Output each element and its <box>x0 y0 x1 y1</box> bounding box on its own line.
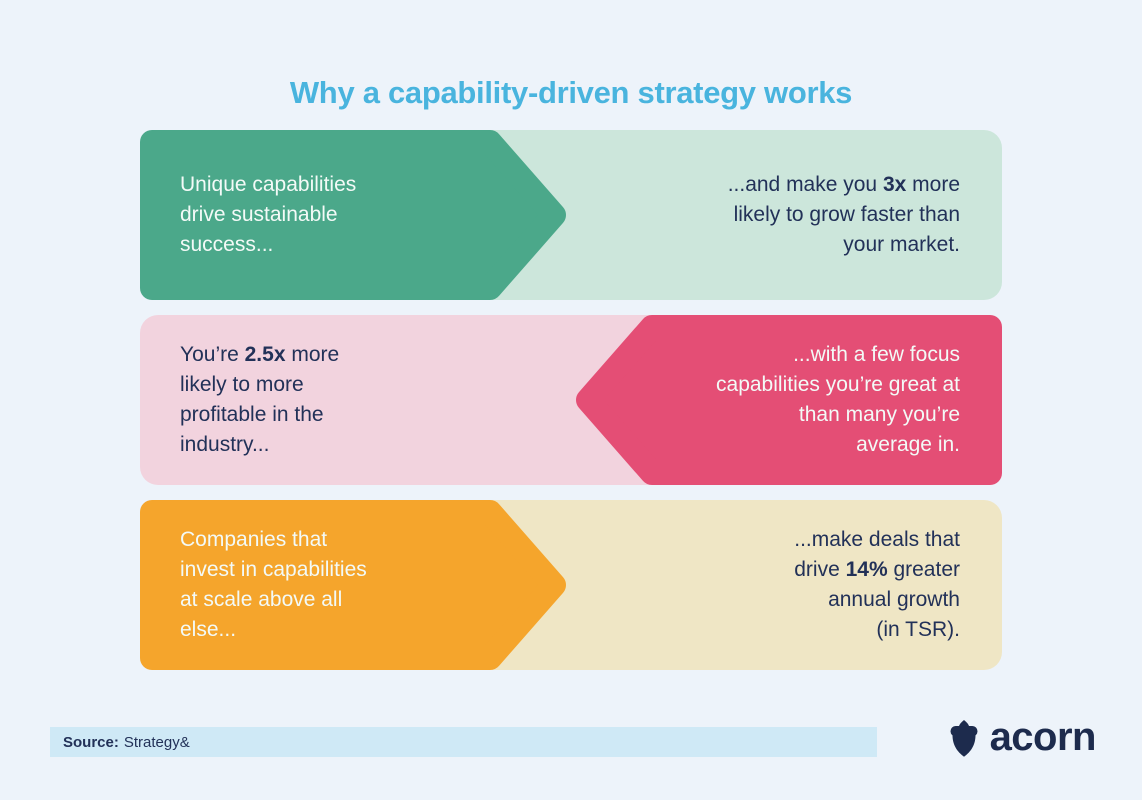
text-line: annual growth <box>828 588 960 611</box>
text-line: capabilities you’re great at <box>716 373 960 396</box>
text-line: You’re 2.5x more <box>180 343 340 366</box>
row-investment-right-text: ...make deals that drive 14% greater annua… <box>620 500 960 670</box>
row-capabilities: Unique capabilities drive sustainable succ… <box>140 130 1002 300</box>
text-line: profitable in the <box>180 403 324 426</box>
page-title: Why a capability-driven strategy works <box>289 74 853 110</box>
row-profitability: You’re 2.5x more likely to more profitable… <box>140 315 1002 485</box>
text-line: drive sustainable <box>180 203 338 226</box>
text-line: your market. <box>843 233 960 256</box>
rows: Unique capabilities drive sustainable succ… <box>140 130 1002 670</box>
row-investment-left-text: Companies that invest in capabilities at s… <box>180 500 490 670</box>
text-line: Unique capabilities <box>180 173 357 196</box>
text-line: likely to more <box>180 373 304 396</box>
text-line: Companies that <box>180 528 328 551</box>
row-capabilities-right-text: ...and make you 3x more likely to grow fa… <box>620 130 960 300</box>
text-line: ...make deals that <box>794 528 960 551</box>
capabilities-arrow-right-icon <box>140 130 566 300</box>
source-label: Source: <box>63 733 119 751</box>
source-bar: Source: Strategy& <box>50 727 877 757</box>
text-line: industry... <box>180 433 270 456</box>
text-line: than many you’re <box>798 403 960 426</box>
logo-text: acorn <box>989 715 1097 759</box>
text-line: ...and make you 3x more <box>727 173 960 196</box>
acorn-icon <box>950 720 978 757</box>
investment-arrow-right-icon <box>140 500 566 670</box>
text-line: (in TSR). <box>876 618 960 641</box>
text-line: invest in capabilities <box>180 558 367 581</box>
text-line: drive 14% greater <box>794 558 960 581</box>
text-line: average in. <box>856 433 960 456</box>
row-profitability-left-text: You’re 2.5x more likely to more profitable… <box>180 315 490 485</box>
row-capabilities-left-text: Unique capabilities drive sustainable succ… <box>180 130 490 300</box>
profitability-arrow-left-icon <box>576 315 1002 485</box>
text-line: success... <box>180 233 274 256</box>
acorn-logo: acorn <box>948 711 1097 767</box>
text-line: at scale above all <box>180 588 343 611</box>
source-text: Strategy& <box>123 733 190 751</box>
text-line: likely to grow faster than <box>733 203 960 226</box>
row-profitability-right-text: ...with a few focus capabilities you’re g… <box>620 315 960 485</box>
text-line: else... <box>180 618 237 641</box>
text-line: ...with a few focus <box>793 343 960 366</box>
row-investment: Companies that invest in capabilities at s… <box>140 500 1002 670</box>
